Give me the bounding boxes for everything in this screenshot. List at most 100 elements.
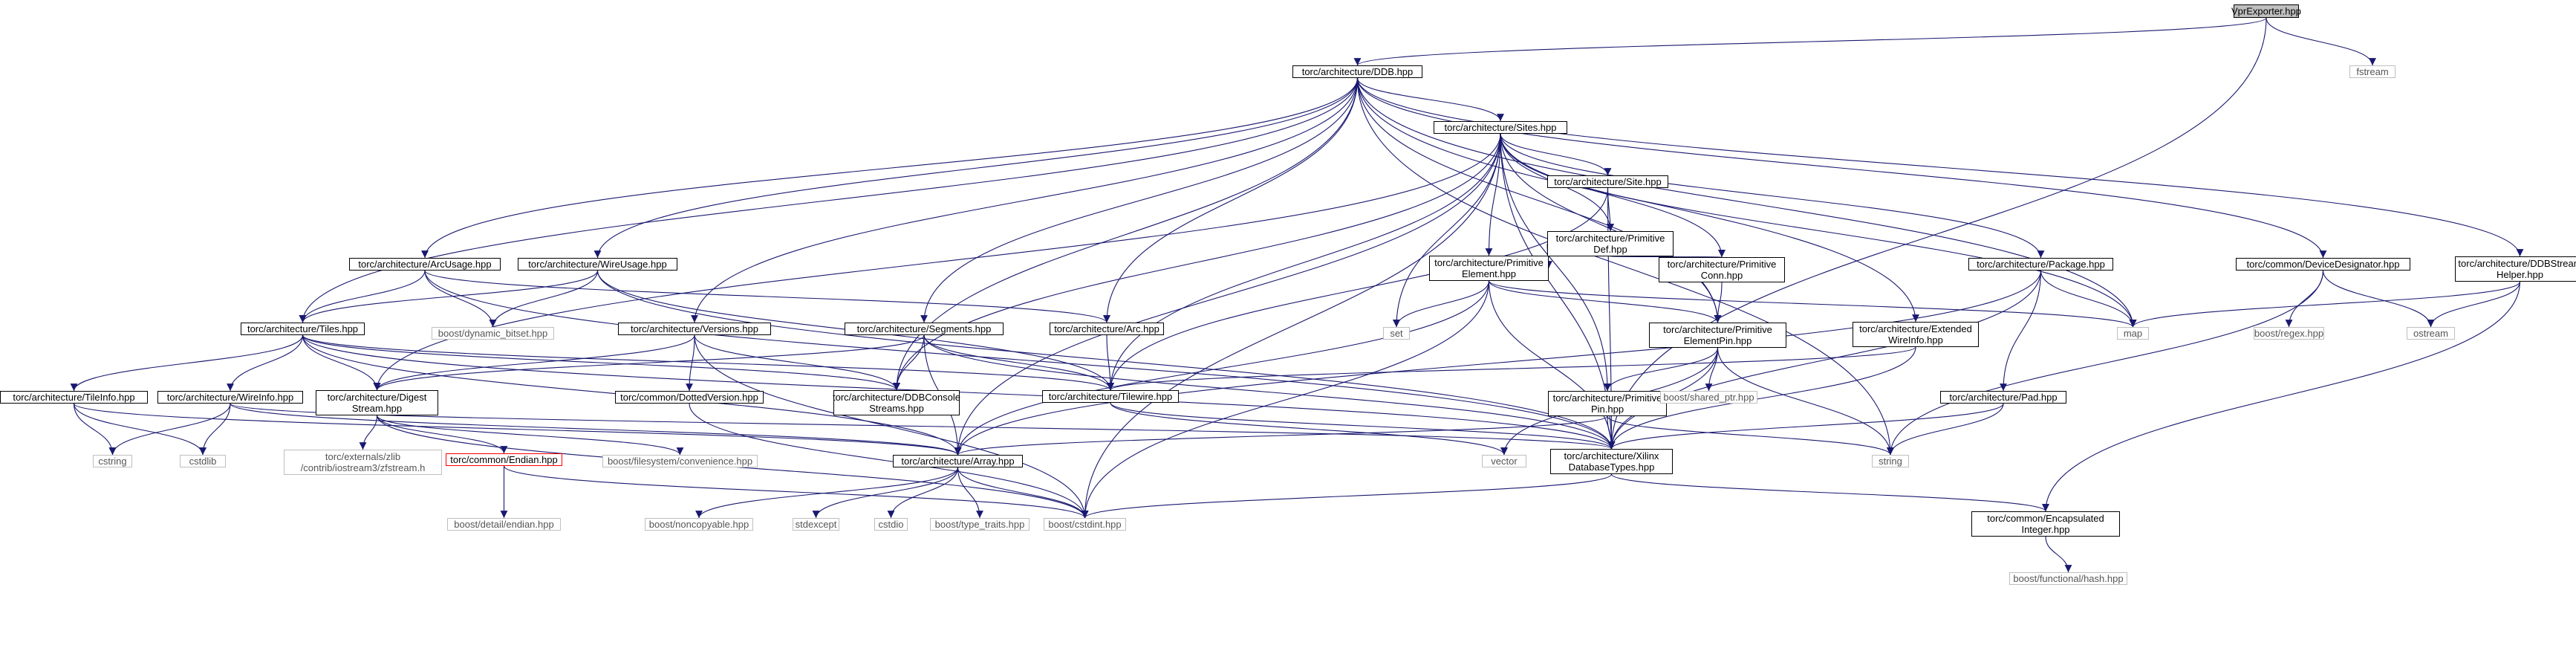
node-tiles-label-0: torc/architecture/Tiles.hpp (247, 323, 358, 334)
node-cstdio-box (874, 518, 908, 531)
edge-package-to-pad (2000, 270, 2042, 392)
node-regex[interactable]: boost/regex.hpp (2254, 327, 2324, 340)
edge-primelem-to-map (1488, 280, 2137, 328)
node-zfstream-label-0: torc/externals/zlib (325, 451, 400, 462)
node-sharedptr[interactable]: boost/shared_ptr.hpp (1660, 391, 1757, 404)
node-zfstream[interactable]: torc/externals/zlib/contrib/iostream3/zf… (284, 450, 442, 475)
node-dotted[interactable]: torc/common/DottedVersion.hpp (615, 391, 764, 404)
node-ddb[interactable]: torc/architecture/DDB.hpp (1292, 65, 1422, 78)
node-devdes[interactable]: torc/common/DeviceDesignator.hpp (2236, 258, 2410, 271)
node-xilinx-label-1: DatabaseTypes.hpp (1569, 462, 1655, 473)
node-primdef-box (1547, 231, 1674, 256)
node-arc[interactable]: torc/architecture/Arc.hpp (1050, 323, 1164, 335)
node-site[interactable]: torc/architecture/Site.hpp (1547, 175, 1668, 188)
node-arcusage[interactable]: torc/architecture/ArcUsage.hpp (349, 258, 501, 271)
node-tiles[interactable]: torc/architecture/Tiles.hpp (241, 323, 365, 335)
node-pad[interactable]: torc/architecture/Pad.hpp (1940, 391, 2066, 404)
node-tileinfo[interactable]: torc/architecture/TileInfo.hpp (0, 391, 148, 404)
node-segments[interactable]: torc/architecture/Segments.hpp (845, 323, 1004, 335)
node-sharedptr-label-0: boost/shared_ptr.hpp (1663, 392, 1754, 403)
edge-wireinfo-to-array (230, 403, 962, 456)
node-regex-box (2254, 327, 2324, 340)
node-vpr-label-0: VprExporter.hpp (2231, 6, 2301, 17)
node-cstdio-label-0: cstdio (879, 519, 904, 530)
edge-sites-to-tilewire (1107, 133, 1501, 391)
node-cstdlib-label-0: cstdlib (189, 456, 217, 467)
edge-primelem-to-array (954, 280, 1490, 456)
edge-versions-to-cstdint (694, 334, 1089, 519)
node-versions[interactable]: torc/architecture/Versions.hpp (618, 323, 771, 335)
edge-array-to-typetraits (957, 467, 983, 519)
node-sites[interactable]: torc/architecture/Sites.hpp (1434, 121, 1567, 134)
node-typetraits[interactable]: boost/type_traits.hpp (930, 518, 1030, 531)
node-primpin-label-1: Pin.hpp (1591, 404, 1624, 415)
node-ostream[interactable]: ostream (2407, 327, 2455, 340)
edge-ddb-to-ddbstream (1356, 77, 2524, 257)
node-noncopy-box (645, 518, 753, 531)
node-versions-box (618, 323, 771, 335)
node-site-label-0: torc/architecture/Site.hpp (1554, 176, 1662, 187)
node-dynbitset[interactable]: boost/dynamic_bitset.hpp (432, 327, 554, 340)
node-primelempin[interactable]: torc/architecture/PrimitiveElementPin.hp… (1649, 323, 1786, 348)
node-cstdio[interactable]: cstdio (874, 518, 908, 531)
node-ostream-box (2407, 327, 2455, 340)
node-primelempin-box (1649, 323, 1786, 348)
node-vector[interactable]: vector (1482, 455, 1526, 467)
node-primelem-label-0: torc/architecture/Primitive (1434, 257, 1544, 268)
node-cstdlib[interactable]: cstdlib (180, 455, 226, 467)
node-sites-box (1434, 121, 1567, 134)
edge-array-to-stdexcept (812, 467, 959, 519)
edge-versions-to-dotted (686, 334, 695, 392)
node-array[interactable]: torc/architecture/Array.hpp (893, 455, 1023, 467)
node-cstring[interactable]: cstring (93, 455, 132, 467)
edge-ddb-to-devdes (1356, 77, 2327, 259)
edge-array-to-noncopy (695, 467, 959, 519)
node-ddbstream-label-0: torc/architecture/DDBStream (2458, 258, 2576, 269)
node-xilinx[interactable]: torc/architecture/XilinxDatabaseTypes.hp… (1550, 449, 1673, 474)
node-string[interactable]: string (1872, 455, 1909, 467)
node-map-label-0: map (2124, 328, 2142, 339)
node-ddb-label-0: torc/architecture/DDB.hpp (1302, 66, 1414, 77)
node-cstdint[interactable]: boost/cstdint.hpp (1044, 518, 1126, 531)
edge-sites-to-package (1500, 133, 2045, 259)
edge-sites-to-map (1500, 133, 2137, 328)
node-cstring-label-0: cstring (98, 456, 126, 467)
node-tilewire[interactable]: torc/architecture/Tilewire.hpp (1042, 390, 1179, 403)
node-bendian[interactable]: boost/detail/endian.hpp (447, 518, 561, 531)
edge-devdes-to-regex (2285, 270, 2324, 328)
edge-tiles-to-wireinfo (227, 334, 304, 392)
node-noncopy[interactable]: boost/noncopyable.hpp (645, 518, 753, 531)
node-wireinfo[interactable]: torc/architecture/WireInfo.hpp (157, 391, 303, 404)
node-hash[interactable]: boost/functional/hash.hpp (2009, 572, 2127, 585)
node-stdexcept-box (793, 518, 839, 531)
edge-primelem-to-primelempin (1488, 280, 1722, 323)
node-zfstream-box (284, 450, 442, 475)
node-stdexcept[interactable]: stdexcept (793, 518, 839, 531)
node-set[interactable]: set (1383, 327, 1410, 340)
node-fsconv[interactable]: boost/filesystem/convenience.hpp (602, 455, 758, 467)
node-map[interactable]: map (2117, 327, 2149, 340)
edge-tiles-to-tilewire (302, 334, 1114, 391)
node-vpr[interactable]: VprExporter.hpp (2231, 4, 2301, 18)
node-xilinx-box (1550, 449, 1673, 474)
node-wireusage[interactable]: torc/architecture/WireUsage.hpp (518, 258, 677, 271)
edge-xilinx-to-encap (1610, 473, 2049, 512)
edge-site-to-tilewire (1107, 187, 1609, 391)
node-wireinfo-label-0: torc/architecture/WireInfo.hpp (167, 392, 294, 403)
node-endian[interactable]: torc/common/Endian.hpp (446, 453, 562, 466)
node-ddbconsole-label-1: Streams.hpp (869, 403, 924, 414)
node-package[interactable]: torc/architecture/Package.hpp (1968, 258, 2113, 271)
node-fstream-label-0: fstream (2356, 66, 2388, 77)
node-devdes-box (2236, 258, 2410, 271)
node-fstream[interactable]: fstream (2349, 65, 2396, 78)
edge-tilewire-to-vector (1110, 402, 1508, 456)
